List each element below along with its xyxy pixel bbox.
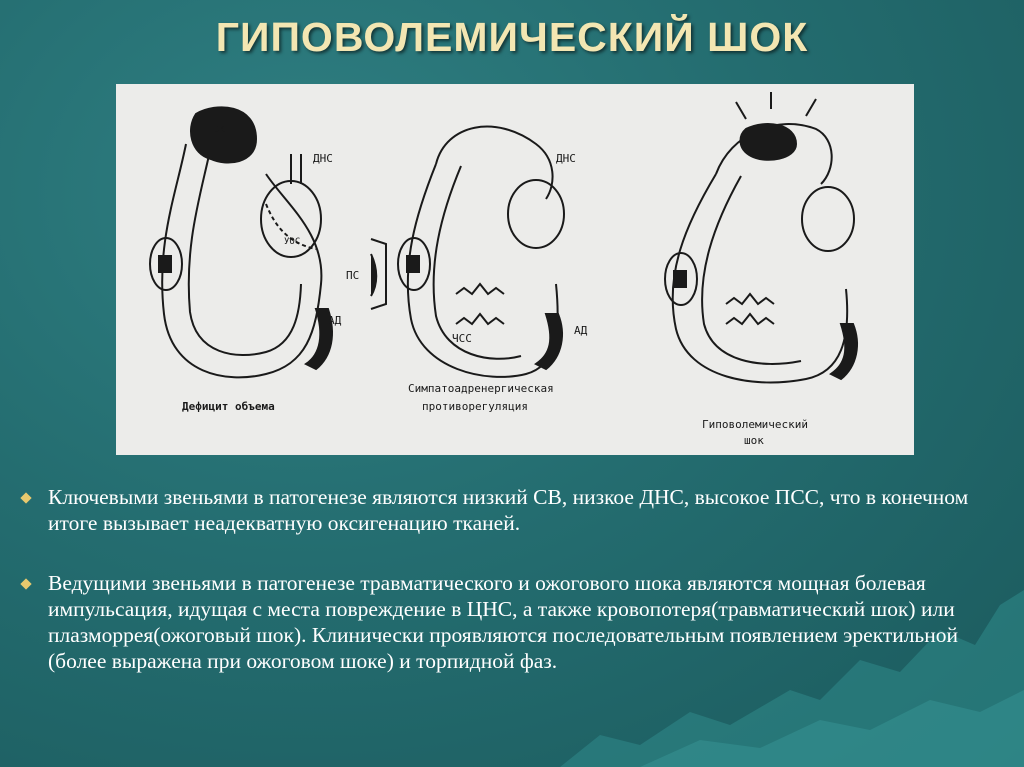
bullet-text: Ключевыми звеньями в патогенезе являются… xyxy=(48,485,969,535)
label-dns-2: ДНС xyxy=(556,152,576,165)
label-ps: ПС xyxy=(346,269,359,282)
bullet-text: Ведущими звеньями в патогенезе травматич… xyxy=(48,571,958,673)
bullet-list: Ключевыми звеньями в патогенезе являются… xyxy=(18,484,1014,674)
bullet-item: Ключевыми звеньями в патогенезе являются… xyxy=(18,484,1014,536)
circulation-diagram: ОК ДНС УОС АД Дефицит объема ДНС ПС ЧСС … xyxy=(116,84,914,455)
bullet-item: Ведущими звеньями в патогенезе травматич… xyxy=(18,570,1014,674)
label-chss: ЧСС xyxy=(452,332,472,345)
bullet-diamond-icon xyxy=(20,578,32,590)
bullet-diamond-icon xyxy=(20,492,32,504)
panel-volume-deficit xyxy=(149,106,333,379)
label-ok: ОК xyxy=(214,125,225,135)
caption-panel-1: Дефицит объема xyxy=(182,400,275,413)
panel-hypovolemic-shock xyxy=(664,92,858,384)
panel-sympathoadrenergic xyxy=(370,125,565,378)
diagram-svg: ОК ДНС УОС АД Дефицит объема ДНС ПС ЧСС … xyxy=(149,92,858,447)
caption-panel-2-line-2: противорегуляция xyxy=(422,400,528,413)
caption-panel-2-line-1: Симпатоадренергическая xyxy=(408,382,554,395)
caption-panel-3-line-2: шок xyxy=(744,434,764,447)
slide-title: ГИПОВОЛЕМИЧЕСКИЙ ШОК xyxy=(215,14,809,60)
label-uos: УОС xyxy=(284,237,300,247)
caption-panel-3-line-1: Гиповолемический xyxy=(702,418,808,431)
label-ad-2: АД xyxy=(574,324,588,337)
label-dns-1: ДНС xyxy=(313,152,333,165)
label-ad-1: АД xyxy=(328,314,342,327)
